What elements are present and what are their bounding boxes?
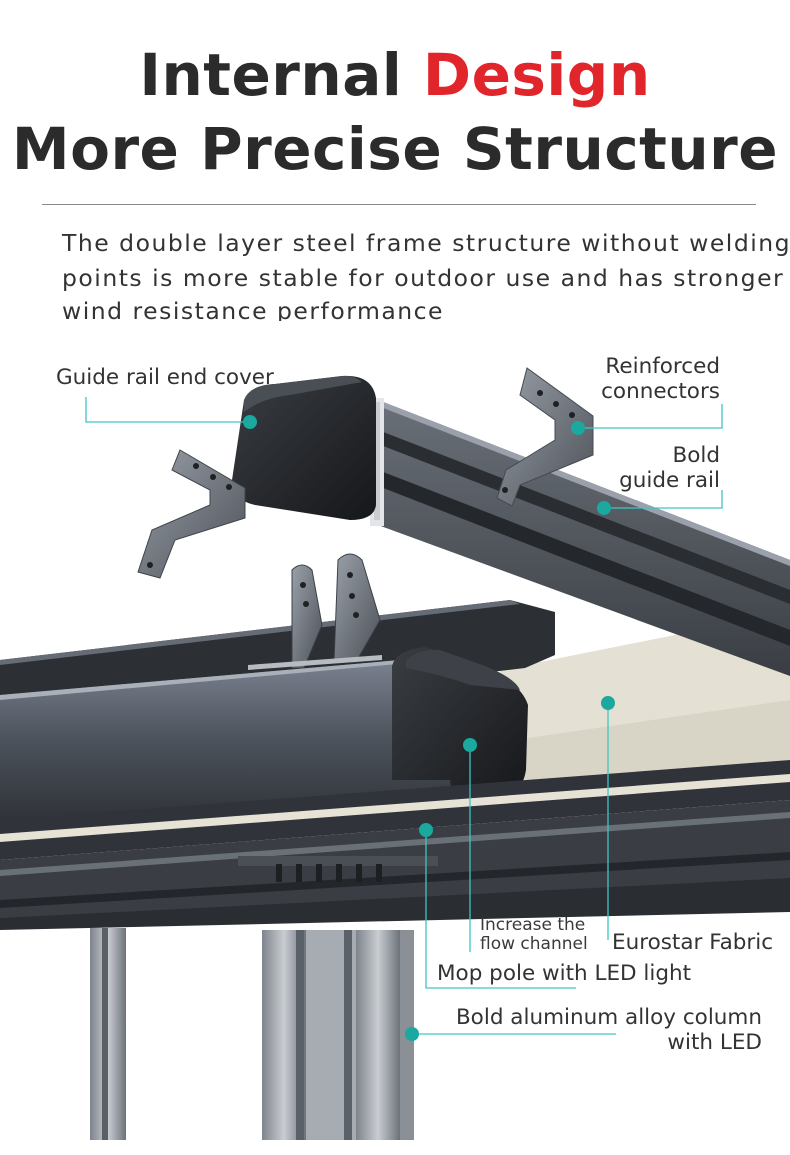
aluminum-alloy-column [262,930,414,1140]
reinforced-connector-bracket [496,367,594,507]
description-line2: points is more stable for outdoor use an… [62,264,785,292]
callout-line-connectors [578,404,723,429]
callout-reinforced-connectors-line1: Reinforced [605,354,720,379]
callout-line-mop-pole [425,830,576,989]
callout-dot-column [405,1027,419,1041]
beam-top-brackets [248,553,382,670]
callout-line-end-cover [85,397,250,423]
callout-dot-mop-pole [419,823,433,837]
callout-dot-fabric [601,696,615,710]
front-main-beam [0,660,470,835]
page-title-line1: Internal Design [0,46,790,104]
callout-dot-connectors [571,421,585,435]
callout-mop-pole: Mop pole with LED light [437,961,692,986]
callout-flow-channel-line2: flow channel [480,934,588,954]
upper-rail-groove-2 [378,470,790,646]
left-mounting-bracket [137,449,246,579]
title-plain-text: Internal [139,41,423,109]
callout-dot-guide-rail [597,501,611,515]
upper-rail-groove [378,430,790,604]
callout-dot-end-cover [243,415,257,429]
upper-guide-rail [378,400,790,676]
callout-aluminum-column-line2: with LED [667,1030,762,1055]
callout-dot-flow [463,738,477,752]
description-line1: The double layer steel frame structure w… [62,229,790,257]
callout-bold-guide-rail-line2: guide rail [619,468,720,493]
title-accent-text: Design [422,41,651,109]
page-title-line2: More Precise Structure [11,115,779,183]
guide-rail-end-cover [232,375,376,520]
description-line3: wind resistance performance [62,300,445,321]
callout-bold-guide-rail-line1: Bold [672,443,720,468]
callout-eurostar-fabric: Eurostar Fabric [612,930,774,955]
callout-guide-rail-end-cover: Guide rail end cover [56,365,274,390]
callout-reinforced-connectors-line2: connectors [601,379,720,404]
upper-rail-highlight [378,400,790,566]
callout-flow-channel-line1: Increase the [480,915,586,935]
fabric-shade [500,700,790,800]
callout-line-guide-rail [604,490,723,509]
title-divider [42,204,756,205]
callout-aluminum-column-line1: Bold aluminum alloy column [455,1005,762,1030]
flow-channel-grill [238,856,438,882]
pergola-structure-illustration [0,367,790,1140]
